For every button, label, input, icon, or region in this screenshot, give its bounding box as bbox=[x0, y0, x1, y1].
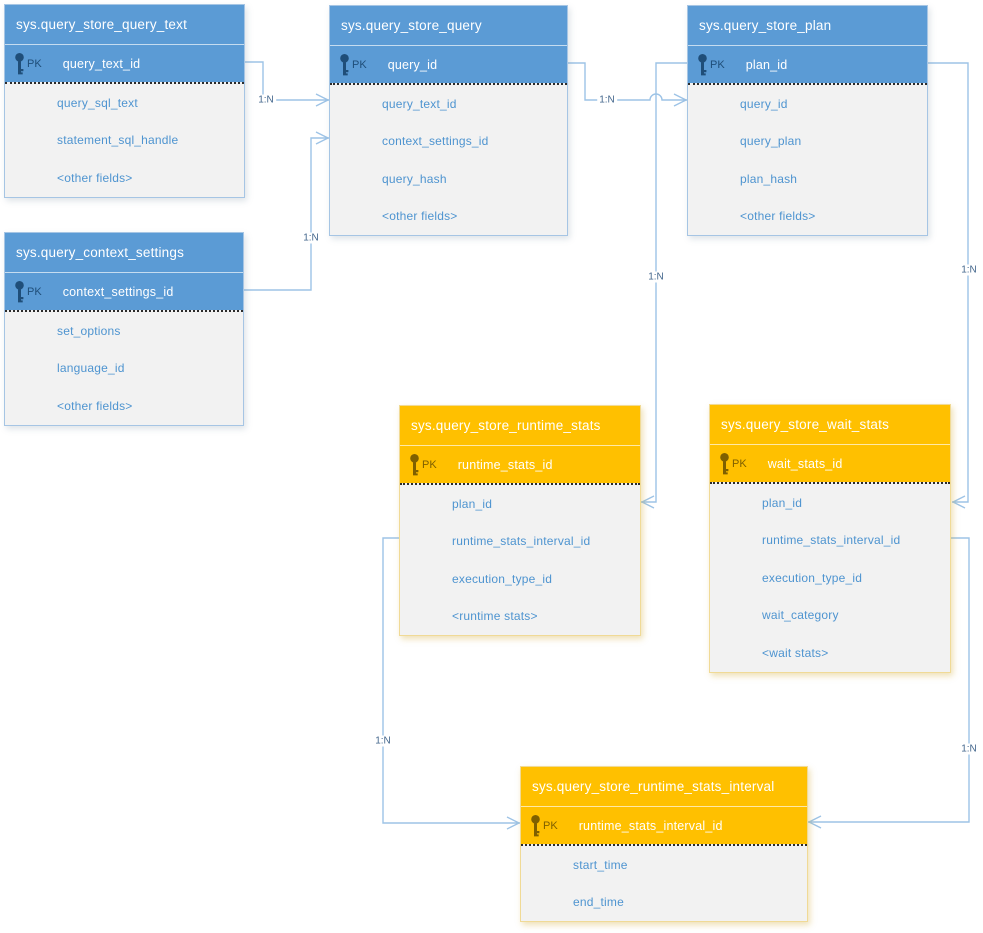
field-row[interactable]: wait_category bbox=[762, 608, 839, 623]
primary-key-row[interactable]: PK wait_stats_id bbox=[710, 444, 950, 482]
field-row[interactable]: end_time bbox=[573, 895, 624, 910]
primary-key-icon bbox=[698, 53, 707, 75]
pk-tag: PK bbox=[422, 458, 437, 471]
arrowhead-icon[interactable] bbox=[506, 816, 520, 830]
pk-tag: PK bbox=[27, 57, 42, 70]
field-row[interactable]: runtime_stats_interval_id bbox=[452, 534, 591, 549]
primary-key-icon bbox=[15, 280, 24, 302]
field-row[interactable]: language_id bbox=[57, 361, 125, 376]
relationship-line-plan-to-wait-stats[interactable] bbox=[928, 62, 969, 503]
field-row[interactable]: query_plan bbox=[740, 134, 802, 149]
primary-key-row[interactable]: PK query_text_id bbox=[5, 44, 244, 82]
cardinality-label-context-settings-to-query: 1:N bbox=[301, 232, 321, 244]
primary-key-row[interactable]: PK query_id bbox=[330, 45, 567, 83]
primary-key-row[interactable]: PK context_settings_id bbox=[5, 272, 243, 310]
cardinality-label-runtime-stats-to-interval: 1:N bbox=[373, 735, 393, 747]
relationship-line-query-text-to-query[interactable] bbox=[245, 61, 329, 101]
pk-field-name: runtime_stats_id bbox=[457, 457, 553, 472]
table-title: sys.query_store_query bbox=[330, 6, 567, 45]
table-fields: set_options language_id <other fields> bbox=[5, 310, 243, 425]
field-row[interactable]: start_time bbox=[573, 857, 628, 872]
table-fields: start_time end_time bbox=[521, 844, 807, 921]
pk-tag: PK bbox=[710, 58, 725, 71]
primary-key-icon bbox=[15, 52, 24, 74]
field-row[interactable]: <other fields> bbox=[740, 209, 816, 224]
table-title: sys.query_context_settings bbox=[5, 233, 243, 272]
field-row[interactable]: execution_type_id bbox=[762, 570, 863, 585]
table-fields: query_sql_text statement_sql_handle <other… bbox=[5, 82, 244, 197]
field-row[interactable]: <other fields> bbox=[57, 398, 133, 413]
relationship-line-query-to-plan[interactable] bbox=[568, 62, 687, 101]
field-row[interactable]: <other fields> bbox=[57, 170, 133, 185]
pk-field-name: query_id bbox=[387, 57, 438, 72]
table-title: sys.query_store_runtime_stats bbox=[400, 406, 640, 445]
field-row[interactable]: query_text_id bbox=[382, 96, 457, 111]
primary-key-row[interactable]: PK runtime_stats_id bbox=[400, 445, 640, 483]
field-row[interactable]: runtime_stats_interval_id bbox=[762, 533, 901, 548]
cardinality-label-plan-to-runtime-stats: 1:N bbox=[646, 271, 666, 283]
relationship-line-runtime-stats-to-interval[interactable] bbox=[382, 537, 520, 824]
table-title: sys.query_store_query_text bbox=[5, 5, 244, 44]
table-title: sys.query_store_wait_stats bbox=[710, 405, 950, 444]
pk-tag: PK bbox=[732, 457, 747, 470]
field-row[interactable]: plan_id bbox=[762, 495, 803, 510]
field-row[interactable]: query_hash bbox=[382, 171, 447, 186]
field-row[interactable]: query_sql_text bbox=[57, 95, 138, 110]
field-row[interactable]: execution_type_id bbox=[452, 571, 553, 586]
relationship-line-wait-stats-to-interval[interactable] bbox=[808, 537, 970, 823]
pk-tag: PK bbox=[543, 819, 558, 832]
field-row[interactable]: set_options bbox=[57, 323, 121, 338]
pk-field-name: plan_id bbox=[745, 57, 788, 72]
primary-key-icon bbox=[720, 452, 729, 474]
primary-key-row[interactable]: PK runtime_stats_interval_id bbox=[521, 806, 807, 844]
pk-field-name: query_text_id bbox=[62, 56, 141, 71]
pk-tag: PK bbox=[27, 285, 42, 298]
table-title: sys.query_store_runtime_stats_interval bbox=[521, 767, 807, 806]
primary-key-icon bbox=[410, 453, 419, 475]
field-row[interactable]: plan_id bbox=[452, 496, 493, 511]
pk-tag: PK bbox=[352, 58, 367, 71]
relationship-line-plan-to-runtime-stats[interactable] bbox=[641, 62, 687, 503]
arrowhead-icon[interactable] bbox=[808, 815, 822, 829]
arrowhead-icon[interactable] bbox=[315, 93, 329, 107]
primary-key-icon bbox=[531, 814, 540, 836]
pk-field-name: wait_stats_id bbox=[767, 456, 843, 471]
field-row[interactable]: context_settings_id bbox=[382, 134, 489, 149]
primary-key-row[interactable]: PK plan_id bbox=[688, 45, 927, 83]
arrowhead-icon[interactable] bbox=[315, 131, 329, 145]
arrowhead-icon[interactable] bbox=[641, 495, 655, 509]
field-row[interactable]: statement_sql_handle bbox=[57, 133, 179, 148]
field-row[interactable]: <runtime stats> bbox=[452, 609, 538, 624]
field-row[interactable]: query_id bbox=[740, 96, 788, 111]
field-row[interactable]: plan_hash bbox=[740, 171, 798, 186]
cardinality-label-query-text-to-query: 1:N bbox=[256, 94, 276, 106]
table-fields: plan_id runtime_stats_interval_id executio… bbox=[710, 482, 950, 672]
cardinality-label-wait-stats-to-interval: 1:N bbox=[959, 743, 979, 755]
field-row[interactable]: <wait stats> bbox=[762, 645, 829, 660]
primary-key-icon bbox=[340, 53, 349, 75]
arrowhead-icon[interactable] bbox=[673, 93, 687, 107]
table-fields: plan_id runtime_stats_interval_id executio… bbox=[400, 483, 640, 635]
arrowhead-icon[interactable] bbox=[952, 495, 966, 509]
relationship-line-context-settings-to-query[interactable] bbox=[244, 137, 329, 291]
table-fields: query_id query_plan plan_hash <other fields… bbox=[688, 83, 927, 235]
cardinality-label-query-to-plan: 1:N bbox=[597, 94, 617, 106]
pk-field-name: runtime_stats_interval_id bbox=[578, 818, 723, 833]
table-fields: query_text_id context_settings_id query_ha… bbox=[330, 83, 567, 235]
field-row[interactable]: <other fields> bbox=[382, 209, 458, 224]
cardinality-label-plan-to-wait-stats: 1:N bbox=[959, 264, 979, 276]
pk-field-name: context_settings_id bbox=[62, 284, 174, 299]
table-title: sys.query_store_plan bbox=[688, 6, 927, 45]
